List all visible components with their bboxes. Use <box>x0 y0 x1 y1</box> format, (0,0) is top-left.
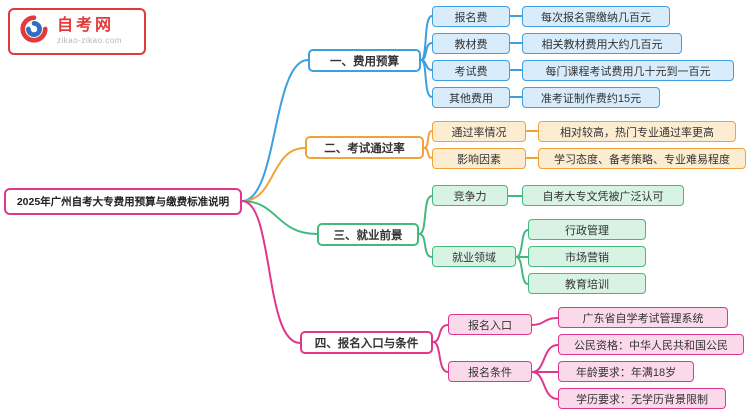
node-employment-fields: 就业领域 <box>432 246 516 267</box>
leaf-field-marketing: 市场营销 <box>528 246 646 267</box>
connector-branch4-child1 <box>432 324 449 343</box>
connector-branch4-child2 <box>432 341 449 373</box>
leaf-pass-rate-factors-detail: 学习态度、备考策略、专业难易程度 <box>538 148 746 169</box>
connector-root-branch3 <box>241 200 318 235</box>
leaf-registration-fee-detail: 每次报名需缴纳几百元 <box>522 6 670 27</box>
root-node: 2025年广州自考大专费用预算与缴费标准说明 <box>4 188 242 215</box>
logo-site-name: 自考网 <box>57 17 115 35</box>
connector-branch4-leaf2a <box>531 344 559 373</box>
zikao-logo-icon <box>19 14 49 49</box>
connector-branch2-child2 <box>423 147 433 159</box>
node-competitiveness: 竞争力 <box>432 185 508 206</box>
leaf-registration-entry-detail: 广东省自学考试管理系统 <box>558 307 728 328</box>
connector-root-branch2 <box>241 147 306 202</box>
branch-pass-rate: 二、考试通过率 <box>305 136 424 159</box>
node-registration-conditions: 报名条件 <box>448 361 532 382</box>
leaf-textbook-fee-detail: 相关教材费用大约几百元 <box>522 33 682 54</box>
node-other-fee: 其他费用 <box>432 87 510 108</box>
connector-branch3-leaf2a <box>515 229 529 258</box>
node-registration-entry: 报名入口 <box>448 314 532 335</box>
node-registration-fee: 报名费 <box>432 6 510 27</box>
leaf-exam-fee-detail: 每门课程考试费用几十元到一百元 <box>522 60 734 81</box>
connector-branch3-child1 <box>418 195 433 235</box>
leaf-competitiveness-detail: 自考大专文凭被广泛认可 <box>522 185 684 206</box>
branch-fee-budget: 一、费用预算 <box>308 49 421 72</box>
connector-branch3-leaf2c <box>515 256 529 285</box>
connector-branch1-child4 <box>420 59 433 98</box>
node-exam-fee: 考试费 <box>432 60 510 81</box>
leaf-pass-rate-status-detail: 相对较高，热门专业通过率更高 <box>538 121 736 142</box>
connector-branch4-leaf1 <box>531 317 559 326</box>
connector-root-branch1 <box>241 59 309 202</box>
leaf-condition-education: 学历要求：无学历背景限制 <box>558 388 726 409</box>
branch-registration: 四、报名入口与条件 <box>300 331 433 354</box>
node-pass-rate-factors: 影响因素 <box>432 148 526 169</box>
connector-branch4-leaf2c <box>531 371 559 400</box>
connector-branch3-child2 <box>418 233 433 258</box>
leaf-field-administration: 行政管理 <box>528 219 646 240</box>
connector-branch2-child1 <box>423 130 433 149</box>
connector-root-branch4 <box>241 200 301 344</box>
site-logo: 自考网 zikao-zikao.com <box>8 8 146 55</box>
logo-site-domain: zikao-zikao.com <box>57 35 122 45</box>
node-textbook-fee: 教材费 <box>432 33 510 54</box>
leaf-condition-citizenship: 公民资格：中华人民共和国公民 <box>558 334 744 355</box>
node-pass-rate-status: 通过率情况 <box>432 121 526 142</box>
leaf-field-education: 教育培训 <box>528 273 646 294</box>
branch-employment: 三、就业前景 <box>317 223 419 246</box>
leaf-condition-age: 年龄要求：年满18岁 <box>558 361 694 382</box>
leaf-other-fee-detail: 准考证制作费约15元 <box>522 87 660 108</box>
